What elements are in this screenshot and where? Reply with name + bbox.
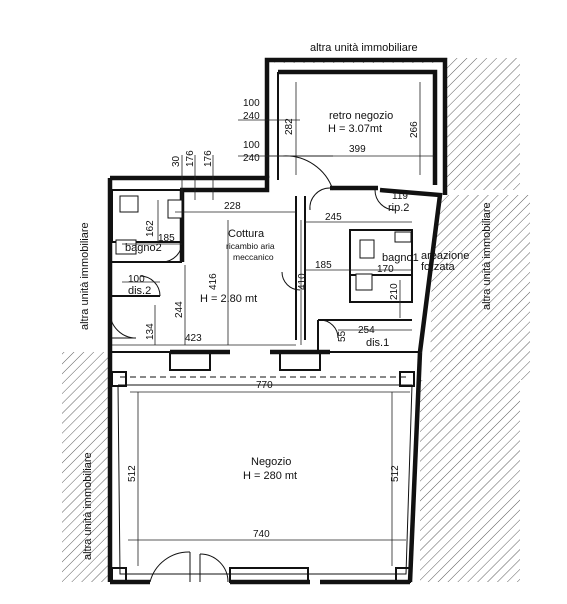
dim-210: 210 <box>389 283 400 300</box>
walls <box>107 57 448 585</box>
label-left-lower: altra unità immobiliare <box>82 452 94 560</box>
room-areazione1: areazione <box>421 250 469 262</box>
dim-240b: 240 <box>243 153 260 164</box>
dim-423: 423 <box>185 333 202 344</box>
room-cottura-note2: meccanico <box>233 252 274 262</box>
dim-254: 254 <box>358 325 375 336</box>
dim-240a: 240 <box>243 111 260 122</box>
dim-162: 162 <box>145 220 156 237</box>
label-right: altra unità immobiliare <box>481 202 493 310</box>
dim-176b: 176 <box>203 150 214 167</box>
doors <box>109 155 396 583</box>
dim-282: 282 <box>284 118 295 135</box>
dim-228: 228 <box>224 201 241 212</box>
dim-244: 244 <box>174 301 185 318</box>
dim-410: 410 <box>297 273 308 290</box>
dim-176a: 176 <box>185 150 196 167</box>
room-negozio-height: H = 280 mt <box>243 470 297 482</box>
fixtures <box>115 195 412 291</box>
dim-30: 30 <box>171 155 182 167</box>
dim-55: 55 <box>337 330 348 342</box>
neighbour-hatching <box>62 58 530 582</box>
room-cottura-name: Cottura <box>228 228 265 240</box>
dim-134: 134 <box>145 323 156 340</box>
dim-770: 770 <box>256 380 273 391</box>
dim-416: 416 <box>208 273 219 290</box>
room-cottura-note1: ricambio aria <box>226 241 275 251</box>
dim-266: 266 <box>409 121 420 138</box>
room-negozio-name: Negozio <box>251 456 291 468</box>
room-dis1: dis.1 <box>366 337 389 349</box>
room-dis2: dis.2 <box>128 285 151 297</box>
label-left-upper: altra unità immobiliare <box>79 222 91 330</box>
room-bagno1: bagno1 <box>382 252 419 264</box>
room-cottura-height: H = 2.80 mt <box>200 293 257 305</box>
dim-185b: 185 <box>315 260 332 271</box>
room-areazione2: forzata <box>421 261 456 273</box>
room-bagno2: bagno2 <box>125 242 162 254</box>
dim-100b: 100 <box>243 140 260 151</box>
dim-512b: 512 <box>390 465 401 482</box>
dim-185a: 185 <box>158 233 175 244</box>
dim-100c: 100 <box>128 274 145 285</box>
dim-512a: 512 <box>127 465 138 482</box>
label-top: altra unità immobiliare <box>310 42 418 54</box>
dim-100a: 100 <box>243 98 260 109</box>
dim-399: 399 <box>349 144 366 155</box>
room-rip2: rip.2 <box>388 202 409 214</box>
dim-740: 740 <box>253 529 270 540</box>
room-retro-name: retro negozio <box>329 110 393 122</box>
room-retro-height: H = 3.07mt <box>328 123 382 135</box>
dimension-lines <box>112 82 434 566</box>
dim-170: 170 <box>377 264 394 275</box>
dim-119: 119 <box>392 191 408 202</box>
dim-245: 245 <box>325 212 342 223</box>
dimension-labels: 100 240 100 240 282 266 399 30 176 176 1… <box>127 98 420 540</box>
